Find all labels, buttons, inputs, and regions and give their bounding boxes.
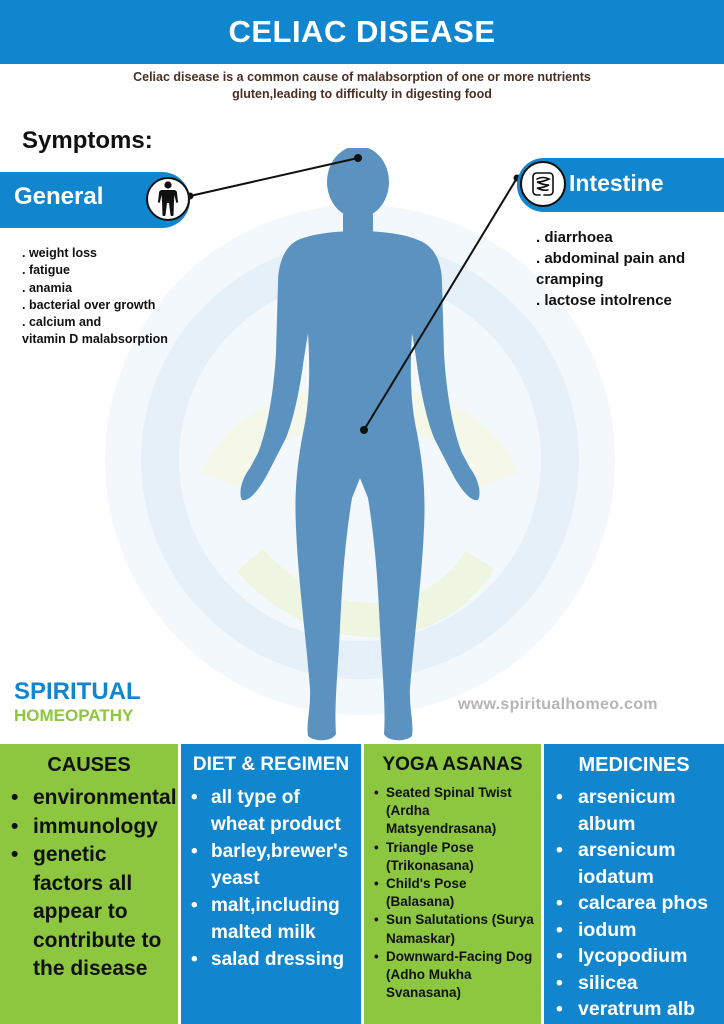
yoga-column: YOGA ASANAS Seated Spinal Twist (Ardha M…: [361, 744, 541, 1024]
list-item: . bacterial over growth: [22, 297, 156, 312]
list-item: . weight loss: [22, 246, 98, 260]
list-item: environmental: [11, 784, 177, 813]
website-url: www.spiritualhomeo.com: [458, 696, 658, 713]
brand-logo: SPIRITUAL HOMEOPATHY: [14, 678, 141, 726]
list-item: Triangle Pose (Trikonasana): [374, 839, 537, 875]
intestine-label: Intestine: [569, 170, 664, 196]
list-item: all type of wheat product: [191, 784, 355, 838]
title-bar: CELIAC DISEASE: [0, 0, 724, 64]
yoga-heading: YOGA ASANAS: [382, 754, 523, 775]
brand-subtitle: HOMEOPATHY: [14, 706, 134, 725]
list-item: Downward-Facing Dog (Adho Mukha Svanasan…: [374, 948, 537, 1003]
human-body-figure: [240, 148, 480, 741]
diet-list: all type of wheat product barley,brewer'…: [181, 784, 361, 973]
list-item: . diarrhoea: [536, 229, 613, 246]
page-title: CELIAC DISEASE: [228, 14, 496, 49]
causes-heading: CAUSES: [47, 754, 131, 776]
intro-text: Celiac disease is a common cause of mala…: [133, 70, 591, 101]
list-item: malt,including malted milk: [191, 892, 355, 946]
list-item: . abdominal pain and cramping: [536, 250, 686, 288]
brand-name: SPIRITUAL: [14, 678, 141, 705]
list-item: genetic factors all appear to contribute…: [11, 841, 174, 984]
causes-list: environmental immunology genetic factors…: [0, 784, 178, 984]
list-item: salad dressing: [191, 946, 355, 973]
medicines-column: MEDICINES arsenicum album arsenicum ioda…: [541, 744, 724, 1024]
medicines-heading: MEDICINES: [578, 754, 690, 776]
medicines-list: arsenicum album arsenicum iodatum calcar…: [544, 784, 724, 1023]
list-item: barley,brewer's yeast: [191, 838, 355, 892]
info-columns: CAUSES environmental immunology genetic …: [0, 744, 724, 1024]
intestine-symptoms-pill: Intestine: [517, 158, 724, 212]
intestine-icon: [520, 161, 566, 207]
list-item: . lactose intolrence: [536, 292, 672, 309]
symptoms-heading: Symptoms:: [22, 127, 153, 154]
list-item: lycopodium: [556, 943, 720, 970]
general-symptoms-pill: General: [0, 172, 190, 228]
general-symptoms-list: . weight loss . fatigue . anamia . bacte…: [22, 245, 168, 349]
yoga-list: Seated Spinal Twist (Ardha Matsyendrasan…: [364, 784, 541, 1002]
list-item: arsenicum iodatum: [556, 837, 720, 890]
list-item: . calcium and: [22, 315, 102, 330]
list-item: . fatigue: [22, 263, 70, 278]
list-item: silicea: [556, 970, 720, 997]
intestine-symptoms-list: . diarrhoea . abdominal pain and crampin…: [536, 227, 716, 311]
list-item: Seated Spinal Twist (Ardha Matsyendrasan…: [374, 784, 537, 839]
diet-column: DIET & REGIMEN all type of wheat product…: [178, 744, 361, 1024]
human-body-icon: [146, 177, 190, 221]
list-item: immunology: [11, 813, 174, 842]
list-item: calcarea phos: [556, 890, 720, 917]
list-item: Child's Pose (Balasana): [374, 875, 537, 911]
list-item: arsenicum album: [556, 784, 720, 837]
list-item: veratrum alb: [556, 996, 720, 1023]
list-item: . anamia: [22, 280, 73, 295]
list-item: Sun Salutations (Surya Namaskar): [374, 911, 537, 947]
list-item: iodum: [556, 917, 720, 944]
general-label: General: [14, 183, 104, 210]
diet-heading: DIET & REGIMEN: [192, 754, 350, 775]
causes-column: CAUSES environmental immunology genetic …: [0, 744, 178, 1024]
list-item: vitamin D malabsorption: [22, 332, 168, 347]
